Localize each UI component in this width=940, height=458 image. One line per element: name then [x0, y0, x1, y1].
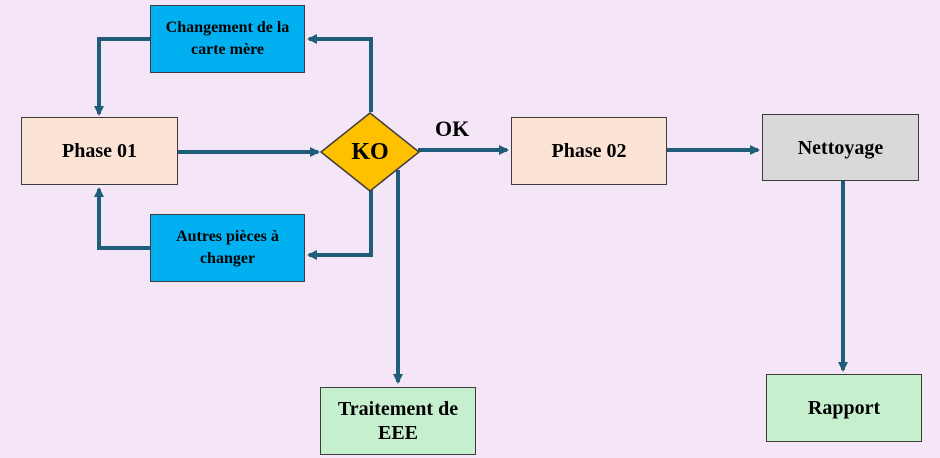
arrow-carte-mere-to-phase01 [94, 37, 150, 116]
arrow-ko-to-autres-pieces [307, 190, 373, 260]
node-rapport: Rapport [766, 374, 922, 442]
node-rapport-label: Rapport [807, 397, 881, 419]
node-changement-carte-mere: Changement de la carte mère [150, 5, 305, 73]
node-phase-01-label: Phase 01 [62, 140, 137, 162]
arrow-ko-to-carte-mere [307, 34, 373, 112]
node-changement-carte-mere-label: Changement de la carte mère [165, 19, 290, 58]
node-traitement-eee-label: Traitement de EEE [337, 398, 459, 444]
edge-label-ok: OK [435, 116, 470, 141]
node-phase-01: Phase 01 [21, 117, 178, 185]
node-nettoyage-label: Nettoyage [797, 136, 884, 159]
node-phase-02-label: Phase 02 [551, 140, 627, 162]
node-autres-pieces: Autres pièces à changer [150, 214, 305, 282]
node-autres-pieces-label: Autres pièces à changer [176, 228, 279, 267]
node-nettoyage: Nettoyage [762, 114, 919, 181]
node-traitement-eee: Traitement de EEE [320, 387, 476, 455]
decision-diamond [319, 112, 421, 192]
node-phase-02: Phase 02 [511, 117, 667, 185]
decision-label: KO [351, 138, 389, 165]
arrow-autres-pieces-to-phase01 [94, 187, 150, 250]
